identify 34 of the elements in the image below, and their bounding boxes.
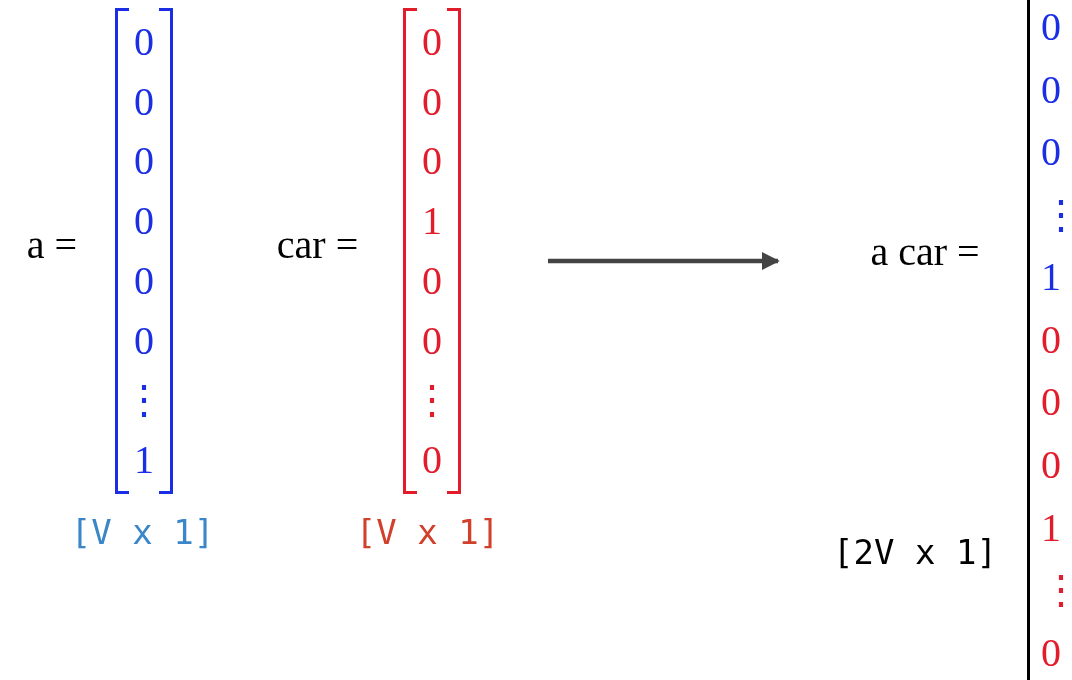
- matrix-entry: 1: [1041, 257, 1061, 298]
- matrix-entry: 0: [422, 260, 442, 301]
- matrix-entry: 0: [422, 440, 442, 481]
- dimension-label: [2V x 1]: [832, 535, 998, 569]
- matrix-entry: 0: [134, 201, 154, 242]
- matrix-entry: ⋮: [412, 380, 452, 421]
- dimension-label: [V x 1]: [354, 515, 501, 549]
- matrix-entry: 0: [1041, 132, 1061, 173]
- equation-label: a =: [25, 225, 79, 265]
- matrix-entry: 0: [1041, 69, 1061, 110]
- dimension-label: [V x 1]: [69, 515, 216, 549]
- matrix-entry: 0: [422, 320, 442, 361]
- matrix-entry: 0: [134, 81, 154, 122]
- matrix-entry: 0: [134, 21, 154, 62]
- matrix-entry: 1: [422, 201, 442, 242]
- matrix-entry: 0: [422, 81, 442, 122]
- equation-label: car =: [275, 225, 360, 265]
- matrix-entry: ⋮: [1041, 194, 1072, 235]
- matrix-entry: ⋮: [124, 380, 164, 421]
- matrix-entry: 0: [1041, 319, 1061, 360]
- matrix-entry: 0: [134, 141, 154, 182]
- matrix-entry: 0: [1041, 632, 1061, 673]
- matrix-entry: ⋮: [1041, 570, 1072, 611]
- matrix-entry: 0: [134, 320, 154, 361]
- arrow: [548, 252, 780, 270]
- matrix-entry: 1: [134, 440, 154, 481]
- matrix-entry: 0: [134, 260, 154, 301]
- matrix-entry: 0: [1041, 445, 1061, 485]
- matrix-entry: 0: [422, 21, 442, 62]
- matrix-entry: 0: [1041, 382, 1061, 423]
- matrix-entry: 0: [1041, 7, 1061, 48]
- equation-label: a car =: [869, 232, 981, 272]
- matrix-entry: 0: [422, 141, 442, 182]
- matrix-entry: 1: [1041, 507, 1061, 548]
